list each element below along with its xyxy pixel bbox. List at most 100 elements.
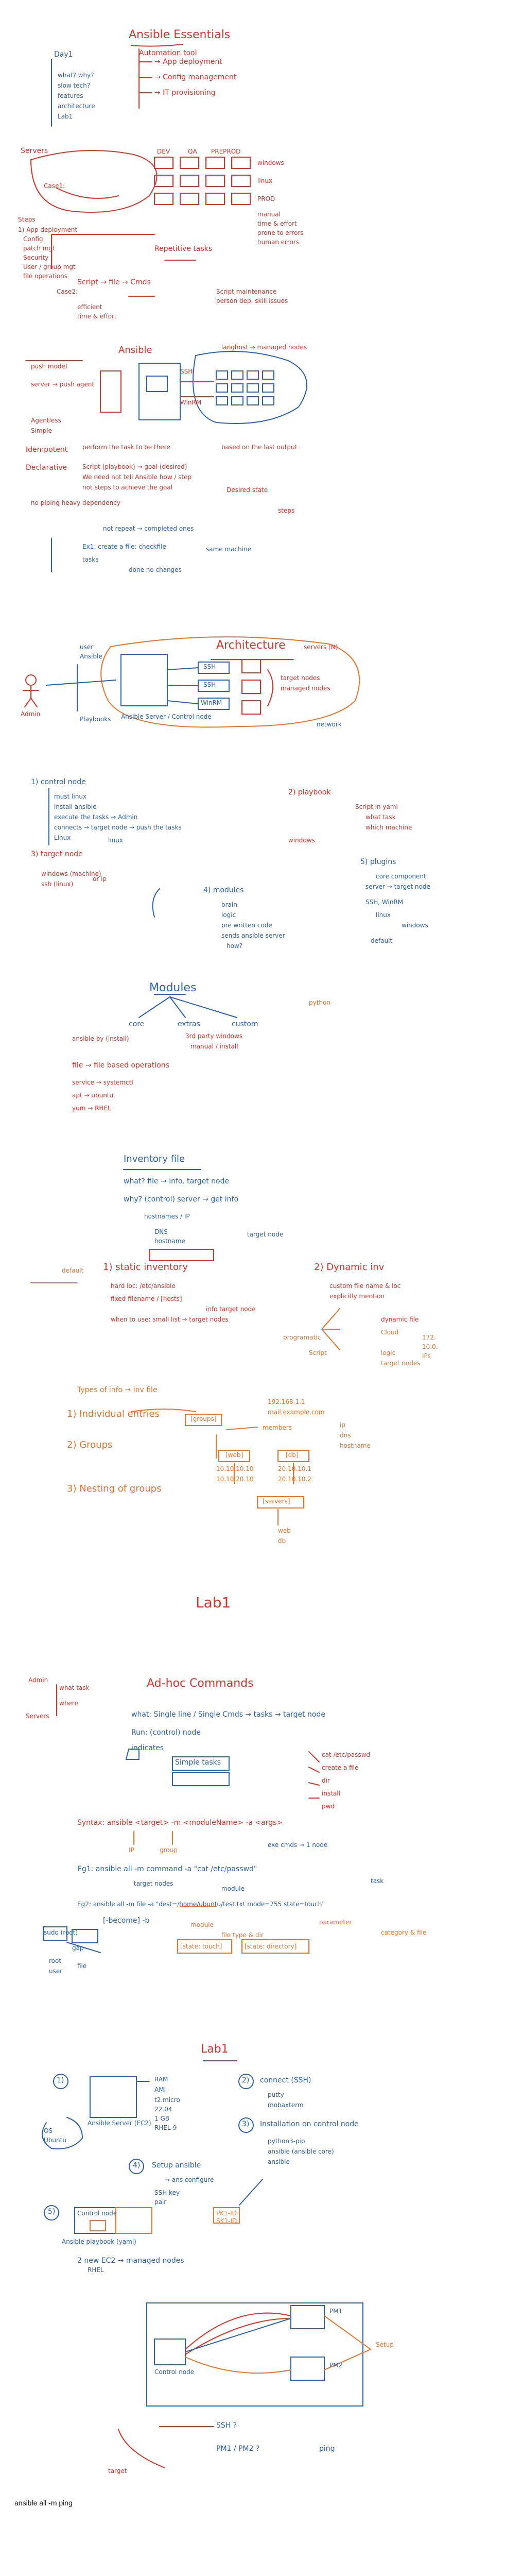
- script-note-2: person dep. skill issues: [216, 297, 288, 304]
- days-item-4: architecture: [58, 103, 95, 110]
- eg1-line: Eg1: ansible all -m command -a "cat /etc…: [77, 1865, 257, 1873]
- type-1: 1) Individual entries: [67, 1409, 160, 1419]
- plugins-item-1: core component: [376, 873, 426, 880]
- simple-tasks: Simple tasks: [175, 1758, 221, 1767]
- static-item-1: hard loc: /etc/ansible: [111, 1282, 176, 1290]
- connect-item-1: putty: [268, 2091, 284, 2098]
- fetch-ip-3: IPs: [422, 1352, 431, 1360]
- server-label-dev: DEV: [157, 148, 170, 155]
- modules-title: Modules: [149, 981, 197, 994]
- core-desc: ansible by (install): [72, 1035, 129, 1042]
- yaml-note-1: Agentless: [31, 417, 61, 424]
- step-4: Security: [23, 254, 49, 261]
- lab-step-4: 4): [133, 2161, 141, 2170]
- servers-tag: Servers: [26, 1713, 49, 1720]
- default-label: default: [371, 937, 393, 944]
- cmd-3: dir: [322, 1777, 330, 1784]
- network-label: network: [317, 721, 342, 728]
- eg2-note-4: [state: touch]: [180, 1943, 222, 1950]
- dynamic-item-3: dynamic file: [381, 1316, 419, 1323]
- member-1: ip: [340, 1421, 345, 1429]
- playbook-heading: 2) playbook: [288, 788, 331, 796]
- adhoc-run: Run: (control) node: [131, 1728, 201, 1737]
- steps-tag: steps: [278, 507, 295, 514]
- script-label: Script: [309, 1349, 327, 1357]
- use-it-provisioning: → IT provisioning: [154, 89, 216, 97]
- inventory-target-node: target node: [247, 1231, 284, 1238]
- title-ansible-essentials: Ansible Essentials: [129, 28, 231, 41]
- modules-core: core: [129, 1020, 145, 1028]
- module-item-1: service → systemctl: [72, 1079, 133, 1086]
- inventory-title: Inventory file: [124, 1154, 185, 1164]
- entry-2: mail.example.com: [268, 1409, 325, 1416]
- ping-label: ping: [319, 2445, 335, 2453]
- what-task: what task: [59, 1684, 90, 1691]
- file-label: file: [77, 1962, 87, 1970]
- entry-1: 192.168.1.1: [268, 1398, 305, 1405]
- file-line: file → file based operations: [72, 1061, 169, 1070]
- target-nodes-label: target nodes: [381, 1360, 421, 1367]
- root-label: root: [49, 1957, 62, 1964]
- fetch-ip-2: 10.0.: [422, 1343, 438, 1350]
- modules-custom: custom: [232, 1020, 258, 1028]
- script-line: Script → file → Cmds: [77, 278, 151, 286]
- days-item-1: what? why?: [58, 72, 94, 79]
- syntax-note-group: group: [160, 1846, 178, 1854]
- syntax-note-exe: exe cmds → 1 node: [268, 1841, 328, 1849]
- ec2-label: Ansible Server (EC2): [88, 2120, 151, 2127]
- architecture-title: Architecture: [216, 639, 286, 652]
- managed-label-3: servers (N): [304, 643, 338, 651]
- control-item-3: execute the tasks → Admin: [54, 814, 138, 821]
- use-config-management: → Config management: [154, 73, 237, 81]
- cmd-2: create a file: [322, 1764, 359, 1771]
- install-heading: Installation on control node: [260, 2120, 359, 2128]
- where-label: where: [59, 1700, 78, 1707]
- yaml-note-2: Simple: [31, 427, 52, 434]
- control-node-heading: 1) control node: [31, 778, 86, 786]
- setup-tag: Setup: [376, 2341, 394, 2348]
- pm2-label: PM2: [329, 2362, 343, 2369]
- plugins-heading: 5) plugins: [360, 858, 396, 866]
- target-item-3: or ip: [93, 875, 107, 883]
- lab-heading: Lab1: [196, 1594, 231, 1611]
- example-label: Ex1: create a file: checkfile: [82, 543, 166, 550]
- step-6: file operations: [23, 273, 67, 280]
- dynamic-item-2: explicitly mention: [329, 1293, 385, 1300]
- install-item-3: ansible: [268, 2158, 290, 2165]
- managed-label-1: target nodes: [281, 674, 320, 682]
- section7-drawings: [42, 2060, 371, 2468]
- days-item-5: Lab1: [58, 113, 73, 120]
- user-label: user: [49, 1968, 63, 1975]
- control-node-5: Control node: [77, 2210, 117, 2217]
- same-machine: same machine: [206, 546, 252, 553]
- cmd-4: install: [322, 1790, 340, 1797]
- modules-item-5: how?: [226, 942, 243, 950]
- not-repeat: not repeat → completed ones: [103, 525, 194, 532]
- use-app-deployment: → App deployment: [154, 58, 222, 66]
- syntax-note-ip: IP: [129, 1846, 134, 1854]
- type-3: 3) Nesting of groups: [67, 1483, 162, 1494]
- plugins-item-2: server → target node: [365, 883, 430, 890]
- section5-drawings: [30, 1169, 340, 1526]
- nest-child-2: db: [278, 1537, 286, 1545]
- connect-label: connect (SSH): [260, 2076, 311, 2084]
- module-item-2: apt → ubuntu: [72, 1092, 114, 1099]
- programmatic: programatic: [283, 1334, 321, 1341]
- category-label: category & file: [381, 1929, 427, 1936]
- script-extra-1: efficient: [77, 303, 102, 311]
- user-note-1: user: [80, 643, 94, 651]
- key-1: PK1-ID: [216, 2210, 237, 2217]
- modules-item-3: pre written code: [221, 922, 272, 929]
- rhel-label: RHEL: [88, 2266, 104, 2274]
- members-label: members: [263, 1424, 292, 1431]
- key-2: SK1-ID: [216, 2217, 237, 2225]
- nest-servers: [servers]: [263, 1498, 290, 1505]
- nest-ip2-2: 20.10.10.2: [278, 1476, 311, 1483]
- lab-step-3: 3): [242, 2120, 250, 2128]
- lab-step-2: 2): [242, 2076, 250, 2084]
- fetch-ip-1: 172.: [422, 1334, 436, 1341]
- adhoc-admin: Admin: [28, 1676, 48, 1684]
- os-label-2: Ubuntu: [44, 2137, 66, 2144]
- extras-desc-2: manual / install: [190, 1043, 238, 1050]
